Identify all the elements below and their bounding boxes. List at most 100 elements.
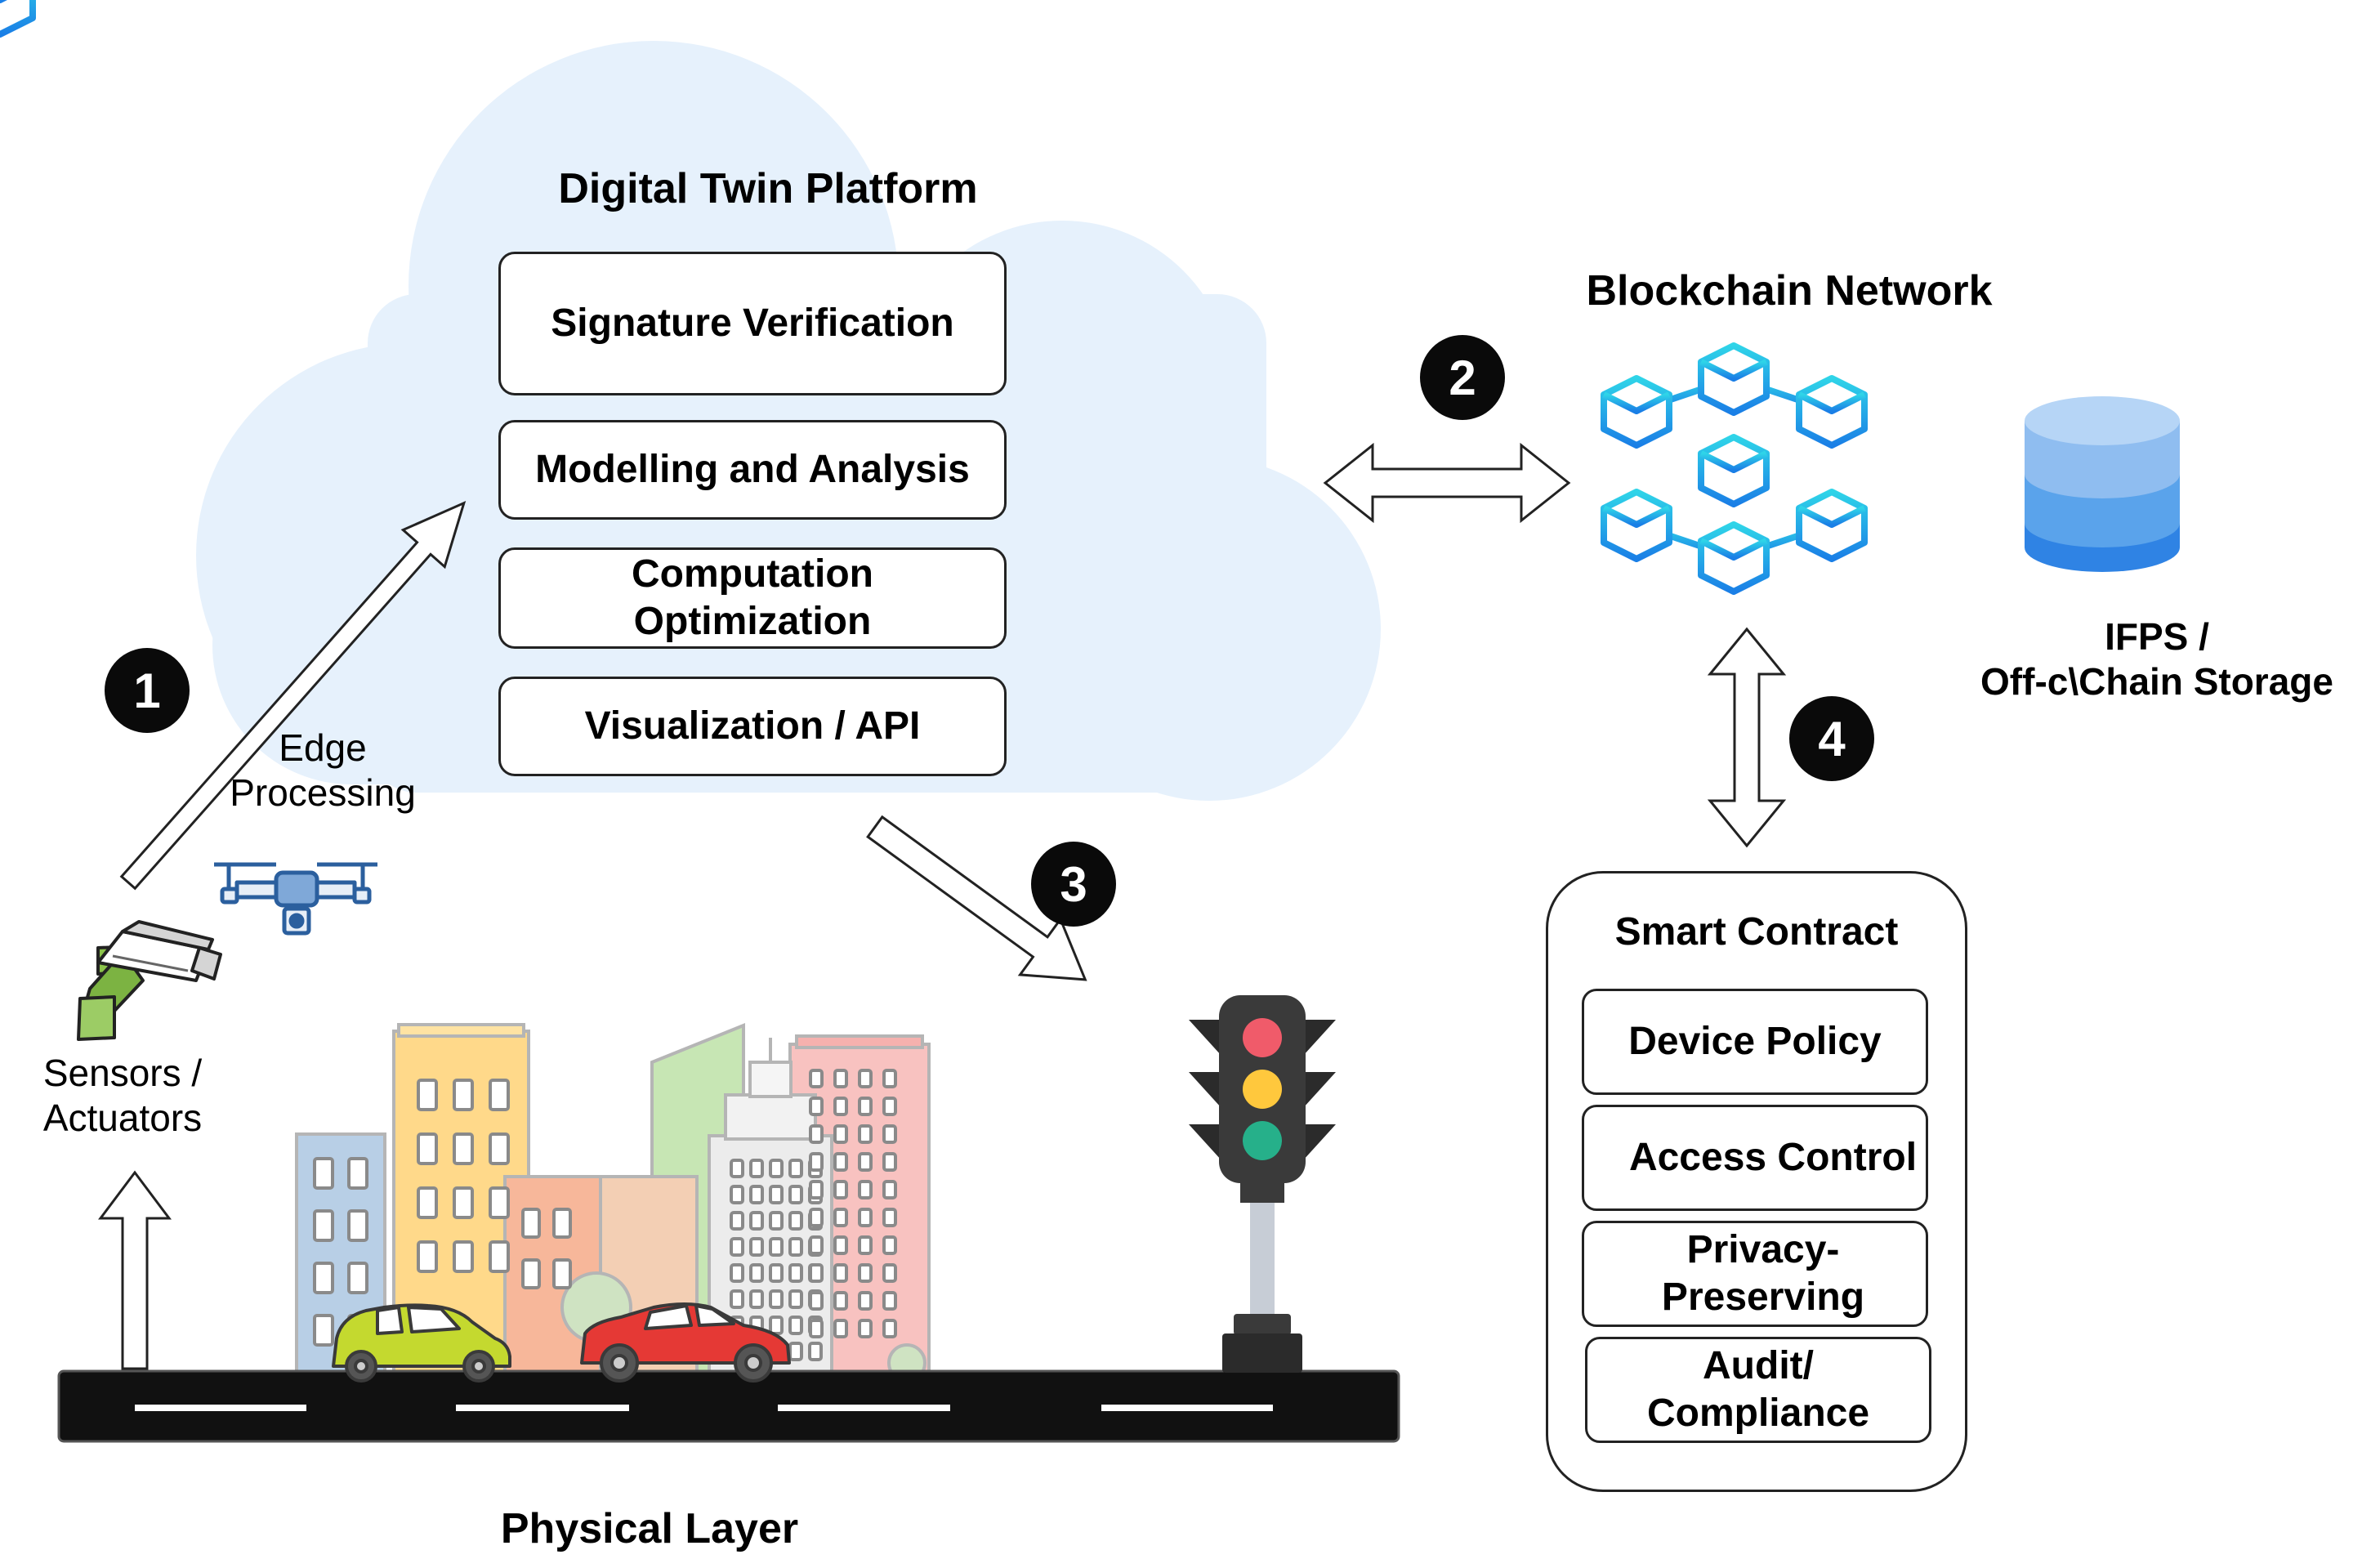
- building-window: [809, 1263, 824, 1283]
- building-window: [313, 1157, 334, 1190]
- building-window: [833, 1319, 848, 1338]
- blockchain-cubes-icon: [0, 0, 1864, 592]
- traffic-light-icon: [1189, 995, 1336, 1373]
- building-window: [552, 1208, 572, 1239]
- road-to-sensor-arrow: [98, 1170, 172, 1370]
- building-window: [788, 1185, 803, 1204]
- building-window: [833, 1152, 848, 1172]
- building-window: [882, 1263, 897, 1283]
- building-window: [788, 1159, 803, 1178]
- module-signature-verification: Signature Verification: [498, 252, 1007, 395]
- building-window: [833, 1291, 848, 1311]
- building-window: [313, 1209, 334, 1242]
- building-window: [347, 1157, 368, 1190]
- building-window: [858, 1291, 873, 1311]
- building-window: [882, 1319, 897, 1338]
- step-badge-3: 3: [1031, 842, 1116, 927]
- blockchain-contract-arrow: [1707, 627, 1787, 848]
- step-badge-2: 2: [1420, 335, 1505, 420]
- database-icon: [2025, 396, 2180, 572]
- building-window: [788, 1342, 803, 1361]
- building-window: [749, 1185, 764, 1204]
- smart-contract-title: Smart Contract: [1614, 910, 1899, 954]
- building-window: [809, 1291, 824, 1311]
- building-window: [882, 1069, 897, 1088]
- building-window: [788, 1289, 803, 1309]
- building-window: [489, 1240, 510, 1273]
- red-car-icon: [580, 1302, 791, 1383]
- building-window: [769, 1237, 784, 1257]
- building-window: [809, 1097, 824, 1116]
- edge-processing-label: Edge Processing: [230, 726, 416, 815]
- building-window: [417, 1132, 438, 1165]
- physical-layer-title: Physical Layer: [500, 1505, 799, 1552]
- building-window: [521, 1258, 541, 1289]
- building-window: [858, 1069, 873, 1088]
- building-window: [858, 1097, 873, 1116]
- building-window: [833, 1180, 848, 1199]
- building-window: [882, 1152, 897, 1172]
- building-window: [453, 1240, 474, 1273]
- storage-label: IFPS / Off-c\Chain Storage: [1980, 615, 2333, 704]
- building-window: [453, 1079, 474, 1111]
- building-window: [489, 1132, 510, 1165]
- contract-access-control: Access Control: [1582, 1105, 1928, 1211]
- building-window: [730, 1237, 744, 1257]
- building-window: [730, 1211, 744, 1231]
- building-window: [809, 1124, 824, 1144]
- building-window: [769, 1263, 784, 1283]
- building-window: [833, 1208, 848, 1227]
- building-window: [749, 1237, 764, 1257]
- building-window: [809, 1235, 824, 1255]
- cloud-title: Digital Twin Platform: [558, 165, 978, 212]
- building-window: [788, 1211, 803, 1231]
- building-window: [809, 1208, 824, 1227]
- building-window: [833, 1235, 848, 1255]
- building-window: [489, 1079, 510, 1111]
- building-window: [749, 1263, 764, 1283]
- building-window: [769, 1185, 784, 1204]
- building-window: [882, 1291, 897, 1311]
- cloud-blockchain-arrow: [1323, 442, 1571, 524]
- module-visualization-api: Visualization / API: [498, 677, 1007, 776]
- building-window: [769, 1159, 784, 1178]
- step-badge-1: 1: [105, 648, 190, 733]
- building-window: [730, 1289, 744, 1309]
- building-window: [417, 1186, 438, 1219]
- building-window: [769, 1211, 784, 1231]
- building-window: [882, 1235, 897, 1255]
- sensors-label: Sensors / Actuators: [42, 1052, 203, 1140]
- building-window: [749, 1289, 764, 1309]
- blockchain-title: Blockchain Network: [1586, 267, 1993, 315]
- building-window: [882, 1124, 897, 1144]
- building-window: [769, 1316, 784, 1335]
- building-window: [489, 1186, 510, 1219]
- building-window: [882, 1180, 897, 1199]
- module-modelling-analysis: Modelling and Analysis: [498, 420, 1007, 520]
- building-window: [833, 1097, 848, 1116]
- building-window: [788, 1316, 803, 1335]
- building-window: [808, 1342, 823, 1361]
- building-window: [788, 1263, 803, 1283]
- building-window: [453, 1132, 474, 1165]
- building-window: [882, 1208, 897, 1227]
- building-window: [788, 1237, 803, 1257]
- building-window: [858, 1152, 873, 1172]
- building-window: [521, 1208, 541, 1239]
- building-window: [809, 1152, 824, 1172]
- building-window: [552, 1258, 572, 1289]
- contract-privacy-preserving: Privacy- Preserving: [1582, 1221, 1928, 1327]
- module-computation-optimization: Computation Optimization: [498, 547, 1007, 649]
- building-window: [749, 1159, 764, 1178]
- cctv-camera-icon: [77, 920, 222, 1041]
- building-window: [769, 1289, 784, 1309]
- building-window: [730, 1185, 744, 1204]
- building-window: [809, 1069, 824, 1088]
- building-window: [347, 1209, 368, 1242]
- building-window: [347, 1262, 368, 1294]
- building-window: [313, 1314, 334, 1347]
- building-window: [313, 1262, 334, 1294]
- building-window: [833, 1124, 848, 1144]
- building-window: [858, 1319, 873, 1338]
